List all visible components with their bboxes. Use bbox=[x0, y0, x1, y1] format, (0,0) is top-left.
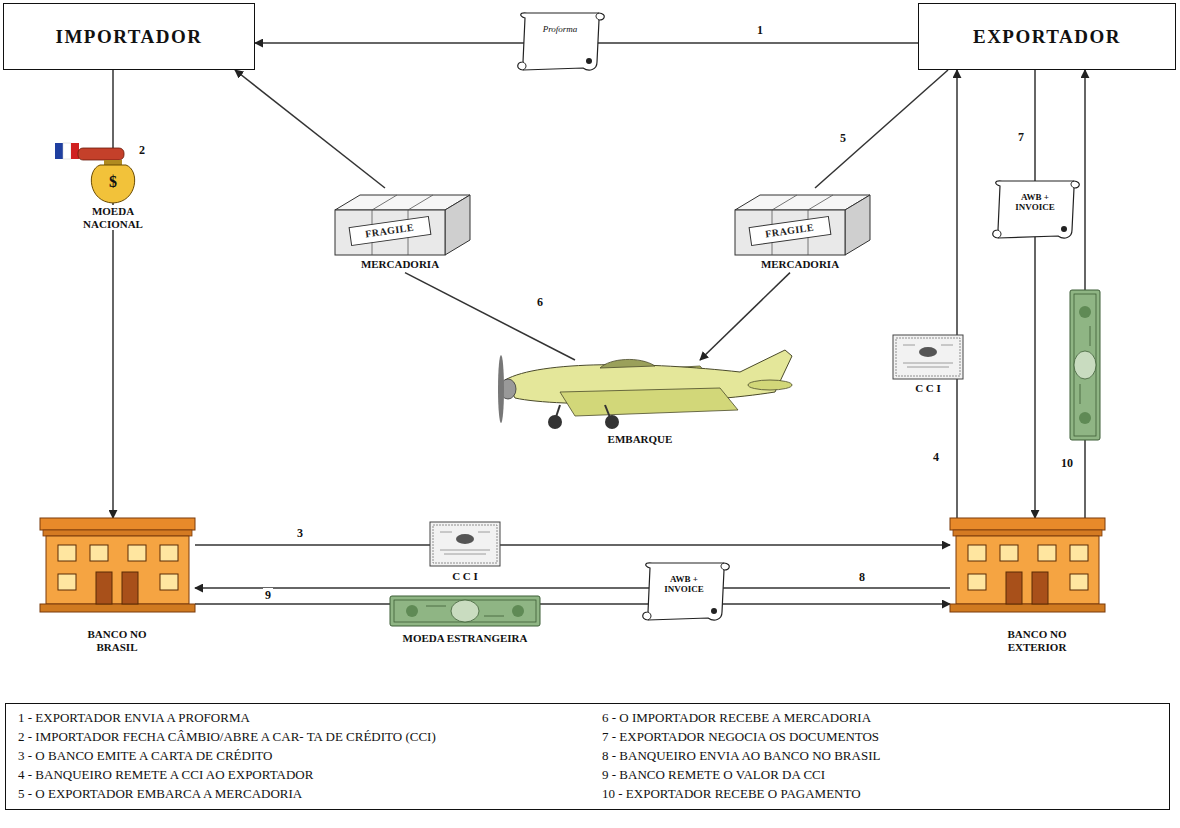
proforma-document bbox=[518, 13, 605, 70]
node-caption: EMBARQUE bbox=[608, 433, 673, 446]
party-box: IMPORTADOR bbox=[3, 3, 255, 70]
cargo-box bbox=[335, 195, 470, 255]
step-text: 10 - EXPORTADOR RECEBE O PAGAMENTO bbox=[602, 787, 1162, 802]
flow-arrow bbox=[815, 70, 948, 188]
credit-letter bbox=[893, 335, 963, 379]
flow-arrow bbox=[195, 587, 950, 589]
flow-arrow bbox=[195, 603, 950, 605]
step-list: 1 - EXPORTADOR ENVIA A PROFORMA 2 - IMPOR… bbox=[5, 703, 1170, 810]
step-text: 2 - IMPORTADOR FECHA CÂMBIO/ABRE A CAR- … bbox=[18, 730, 578, 745]
dollar-bill bbox=[390, 596, 540, 626]
bank-building bbox=[40, 518, 195, 612]
node-caption: MERCADORIA bbox=[361, 258, 439, 271]
bank-node: BANCO NO EXTERIOR bbox=[950, 518, 1130, 655]
dollar-bill bbox=[1070, 290, 1100, 440]
cargo-box bbox=[735, 195, 870, 255]
step-text: 9 - BANCO REMETE O VALOR DA CCI bbox=[602, 768, 1162, 783]
node-caption: BANCO NO BRASIL bbox=[67, 628, 167, 653]
step-text: 7 - EXPORTADOR NEGOCIA OS DOCUMENTOS bbox=[602, 730, 1162, 745]
cargo-node: FRAGILE MERCADORIA bbox=[725, 188, 875, 273]
step-number: 2 bbox=[137, 143, 147, 157]
airplane bbox=[498, 350, 792, 429]
step-number: 7 bbox=[1016, 130, 1026, 144]
document-title: Proforma bbox=[543, 24, 578, 34]
step-text: 3 - O BANCO EMITE A CARTA DE CRÉDITO bbox=[18, 749, 578, 764]
cargo-node: FRAGILE MERCADORIA bbox=[325, 188, 475, 273]
step-number: 6 bbox=[535, 295, 545, 309]
node-caption: BANCO NO EXTERIOR bbox=[982, 628, 1092, 653]
node-caption: FRAGILE bbox=[365, 222, 415, 240]
flow-arrow bbox=[195, 544, 950, 546]
party-box: EXPORTADOR bbox=[918, 3, 1176, 70]
step-number: 10 bbox=[1059, 456, 1075, 470]
flow-arrow bbox=[956, 70, 958, 518]
flow-arrow bbox=[1034, 70, 1036, 518]
currency-symbol: $ bbox=[109, 173, 117, 191]
money-caption: MOEDA ESTRANGEIRA bbox=[401, 632, 530, 645]
document-title: AWB + INVOICE bbox=[656, 574, 712, 595]
money-bag bbox=[55, 143, 135, 203]
step-number: 8 bbox=[857, 570, 867, 584]
node-caption: FRAGILE bbox=[765, 222, 815, 240]
shipment-node: EMBARQUE bbox=[490, 360, 790, 448]
step-text: 8 - BANQUEIRO ENVIA AO BANCO NO BRASIL bbox=[602, 749, 1162, 764]
step-number: 3 bbox=[295, 526, 305, 540]
node-caption: MERCADORIA bbox=[761, 258, 839, 271]
step-number: 5 bbox=[838, 131, 848, 145]
document-caption: C C I bbox=[450, 570, 480, 583]
step-text: 4 - BANQUEIRO REMETE A CCI AO EXPORTADOR bbox=[18, 768, 578, 783]
flow-arrow bbox=[112, 70, 114, 518]
step-text: 1 - EXPORTADOR ENVIA A PROFORMA bbox=[18, 711, 578, 726]
document-title: AWB + INVOICE bbox=[1007, 192, 1063, 213]
step-number: 4 bbox=[931, 450, 941, 464]
flow-arrow bbox=[405, 273, 575, 360]
document-caption: C C I bbox=[913, 382, 943, 395]
bank-node: BANCO NO BRASIL bbox=[40, 518, 195, 655]
step-text: 5 - O EXPORTADOR EMBARCA A MERCADORIA bbox=[18, 787, 578, 802]
step-text: 6 - O IMPORTADOR RECEBE A MERCADORIA bbox=[602, 711, 1162, 726]
step-number: 1 bbox=[755, 23, 765, 37]
step-number: 9 bbox=[263, 588, 273, 602]
flow-arrow bbox=[700, 273, 790, 360]
flow-arrow bbox=[235, 70, 385, 188]
credit-letter bbox=[430, 522, 500, 566]
party-name: EXPORTADOR bbox=[973, 26, 1121, 48]
bank-building bbox=[950, 518, 1105, 612]
awb-document bbox=[643, 563, 730, 620]
awb-document bbox=[993, 181, 1080, 238]
party-name: IMPORTADOR bbox=[56, 26, 203, 48]
money-caption: MOEDA NACIONAL bbox=[71, 205, 155, 230]
